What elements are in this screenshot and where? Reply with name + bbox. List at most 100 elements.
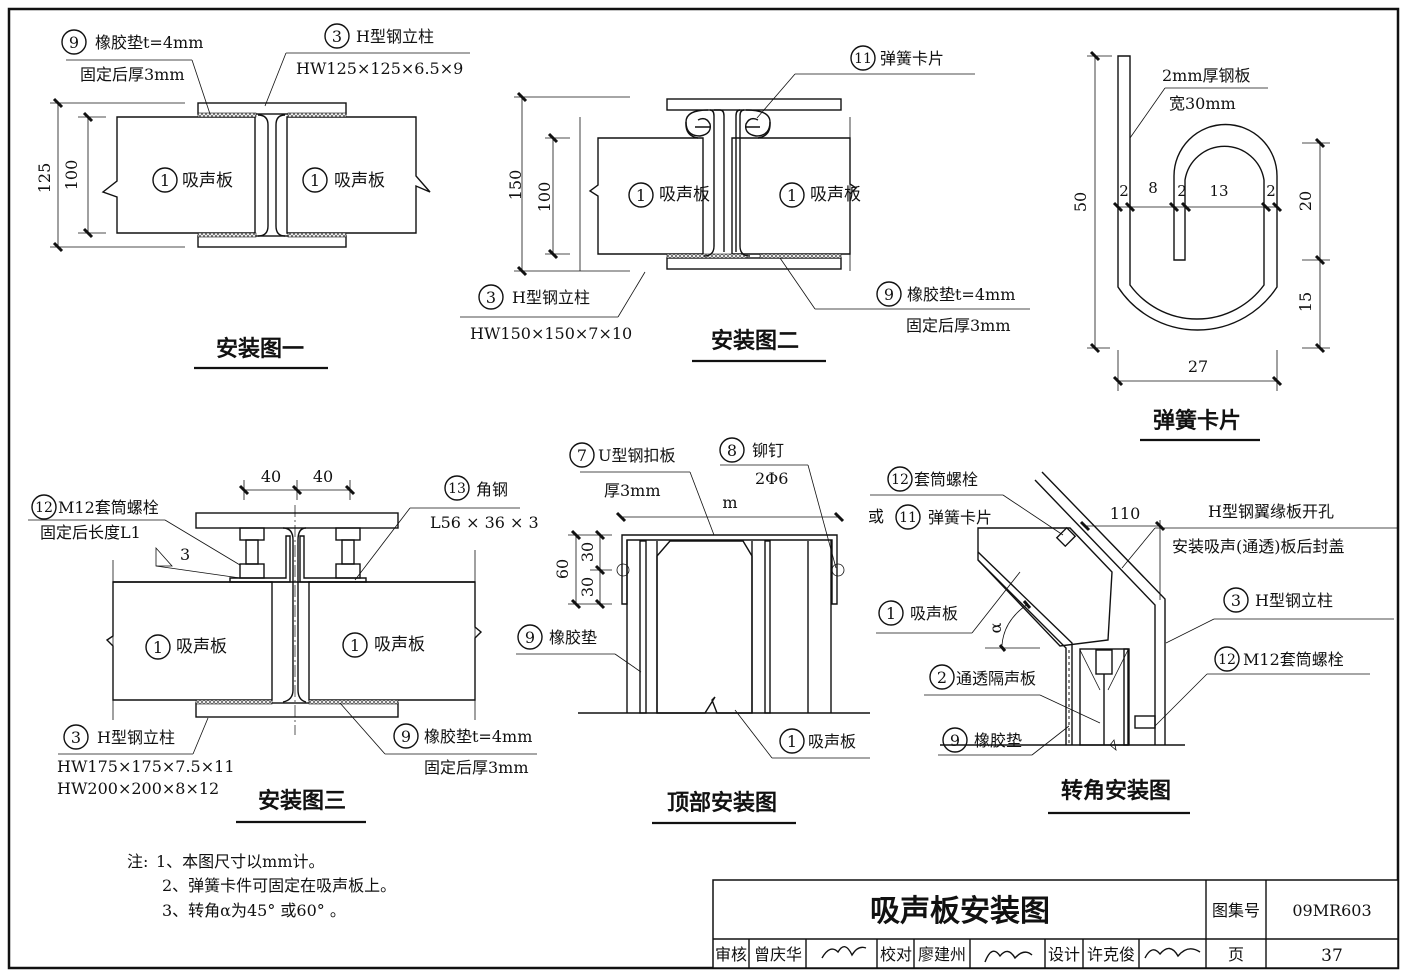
svg-text:9: 9 [884,285,894,304]
svg-text:H型钢立柱: H型钢立柱 [1255,591,1333,610]
designer-signature [1144,947,1201,959]
designer-name: 许克俊 [1087,945,1135,964]
svg-text:1: 1 [886,604,896,623]
svg-text:固定后厚3mm: 固定后厚3mm [906,316,1011,335]
svg-text:13: 13 [448,481,466,497]
reviewer-name: 曾庆华 [754,945,802,964]
checker-name: 廖建州 [918,945,966,964]
panel-label: 吸声板 [334,171,385,191]
svg-text:110: 110 [1110,504,1141,523]
svg-text:1: 1 [160,171,170,190]
spring-clip-profile [1117,55,1278,331]
dim-125: 125 [35,163,54,194]
callout-spring-clip: 弹簧卡片 [880,49,944,68]
figure-install-2: 150 100 1 吸声板 1 吸声板 11 弹簧卡片 3 H型钢立柱 HW15… [460,45,1030,363]
svg-text:1: 1 [153,638,163,657]
svg-text:2: 2 [937,668,947,687]
svg-text:40: 40 [261,467,281,486]
svg-text:50: 50 [1071,192,1090,212]
svg-text:12: 12 [891,472,909,488]
svg-text:3: 3 [332,27,342,46]
svg-text:11: 11 [899,510,917,526]
title-block: 吸声板安装图 图集号 09MR603 页 37 审核 曾庆华 校对 廖建州 设计… [712,879,1399,969]
rubber-pad [287,112,347,118]
svg-text:2: 2 [1266,182,1276,200]
note-item: 2、弹簧卡件可固定在吸声板上。 [162,876,396,895]
svg-text:27: 27 [1188,357,1208,376]
svg-text:设计: 设计 [1048,945,1080,964]
svg-text:宽30mm: 宽30mm [1169,94,1236,113]
sleeve-bolt-left [239,527,265,579]
svg-text:8: 8 [727,441,737,460]
svg-text:30: 30 [578,542,597,562]
figure-title: 安装图三 [258,788,346,814]
svg-text:9: 9 [950,731,960,750]
h-steel-flange-bottom [197,235,347,248]
h-steel-flange-bottom [666,257,842,270]
svg-text:厚3mm: 厚3mm [604,481,661,500]
svg-text:1: 1 [350,636,360,655]
svg-text:页: 页 [1228,945,1244,964]
svg-text:注:: 注: [127,852,148,871]
figure-title: 转角安装图 [1061,778,1171,804]
sound-panel-left [588,137,704,255]
panel-label: 吸声板 [182,171,233,191]
svg-text:1: 1 [636,186,646,205]
page-number: 37 [1321,946,1343,966]
h-steel-flange-top [195,512,399,529]
svg-text:安装吸声(通透)板后封盖: 安装吸声(通透)板后封盖 [1172,537,1345,556]
svg-text:通透隔声板: 通透隔声板 [956,669,1036,688]
svg-text:3: 3 [71,728,81,747]
svg-text:3: 3 [1231,591,1241,610]
figure-top-install: m 60 30 30 7 U型钢扣板 厚3mm 8 铆钉 2Φ6 9 橡胶垫 1… [516,437,870,825]
svg-text:H型钢立柱: H型钢立柱 [97,728,175,747]
svg-text:H型钢翼缘板开孔: H型钢翼缘板开孔 [1208,502,1334,521]
figure-title: 安装图一 [216,336,304,362]
angle-steel-right [299,535,367,583]
svg-text:1: 1 [310,171,320,190]
rubber-pad [287,232,347,238]
svg-text:2: 2 [1177,182,1187,200]
u-steel-cover [621,534,838,605]
svg-text:11: 11 [854,51,872,67]
svg-text:HW200×200×8×12: HW200×200×8×12 [57,779,219,798]
notes: 注: 1、本图尺寸以mm计。 2、弹簧卡件可固定在吸声板上。 3、转角α为45°… [127,852,396,920]
spring-clip-right [745,109,771,137]
svg-text:20: 20 [1296,191,1315,211]
sound-panel-left [101,116,256,234]
svg-text:3: 3 [180,545,190,564]
svg-text:图集号: 图集号 [1212,901,1260,920]
note-item: 3、转角α为45° 或60° 。 [162,901,346,920]
svg-text:吸声板: 吸声板 [176,637,227,657]
sound-panel [656,540,753,714]
checker-signature [984,950,1033,963]
drawing-title: 吸声板安装图 [870,894,1050,929]
svg-text:9: 9 [69,33,79,52]
svg-text:100: 100 [535,182,554,213]
dim-100: 100 [62,160,81,191]
svg-text:α: α [986,622,1005,633]
svg-text:40: 40 [313,467,333,486]
svg-text:150: 150 [506,170,525,201]
figure-install-1: 125 100 1 吸声板 1 吸声板 9 橡胶垫t=4mm 固定后厚3mm 3… [35,23,470,370]
svg-text:H型钢立柱: H型钢立柱 [512,288,590,307]
figure-title: 弹簧卡片 [1153,408,1241,434]
figure-install-3: 40 40 1 吸声板 1 吸声板 12 M12套筒螺栓 固定后长度L1 3 1… [28,467,539,824]
svg-text:或: 或 [868,507,884,526]
svg-text:吸声板: 吸声板 [810,185,861,205]
atlas-number: 09MR603 [1292,901,1371,920]
svg-text:12: 12 [35,500,53,516]
reviewer-signature [821,946,867,959]
sheet-border [7,7,1400,970]
svg-text:弹簧卡片: 弹簧卡片 [928,508,992,527]
svg-text:1: 1 [787,732,797,751]
note-item: 1、本图尺寸以mm计。 [156,852,325,871]
svg-text:2: 2 [1119,182,1129,200]
svg-text:橡胶垫: 橡胶垫 [549,628,597,647]
svg-text:橡胶垫: 橡胶垫 [974,731,1022,750]
svg-text:3: 3 [486,288,496,307]
figure-title: 顶部安装图 [667,790,777,816]
svg-text:HW125×125×6.5×9: HW125×125×6.5×9 [296,59,463,78]
svg-text:橡胶垫t=4mm: 橡胶垫t=4mm [424,727,532,746]
